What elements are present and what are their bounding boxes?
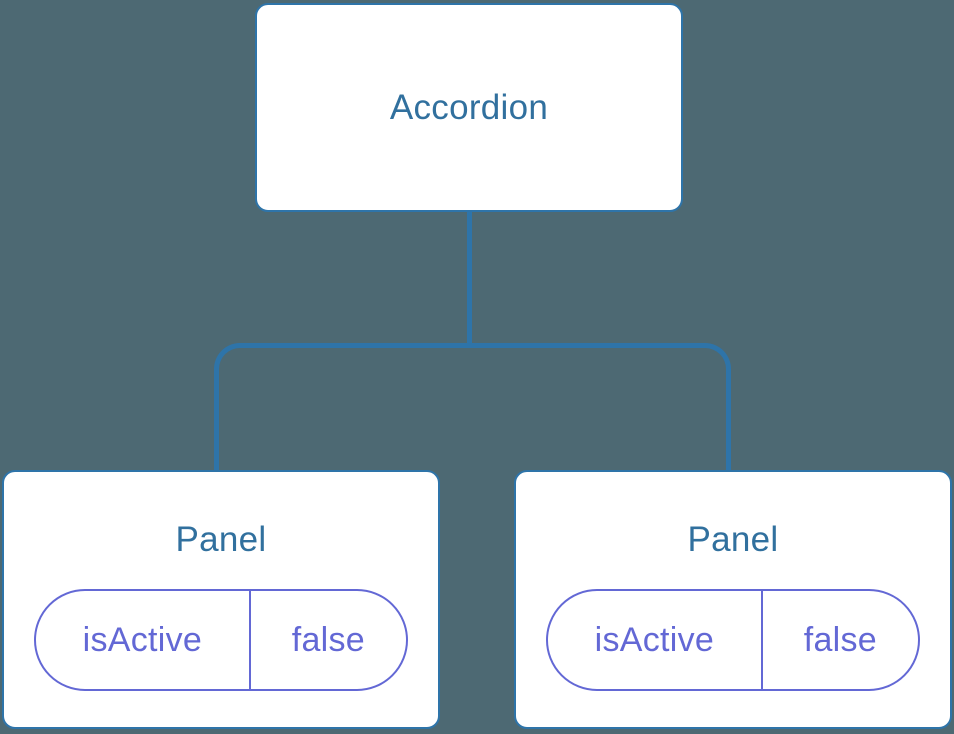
connector-branch-bracket <box>214 343 731 470</box>
panel-node-left: Panel isActive false <box>2 470 440 729</box>
state-value: false <box>803 620 878 659</box>
panel-node-right: Panel isActive false <box>514 470 952 729</box>
state-name: isActive <box>36 591 251 689</box>
state-pill: isActive false <box>546 589 920 691</box>
panel-node-label: Panel <box>175 520 267 559</box>
state-pill: isActive false <box>34 589 408 691</box>
state-name: isActive <box>548 591 763 689</box>
connector-stem-line <box>467 211 472 347</box>
accordion-node: Accordion <box>255 3 683 212</box>
state-value: false <box>291 620 366 659</box>
panel-node-label: Panel <box>687 520 779 559</box>
accordion-node-label: Accordion <box>389 87 549 127</box>
